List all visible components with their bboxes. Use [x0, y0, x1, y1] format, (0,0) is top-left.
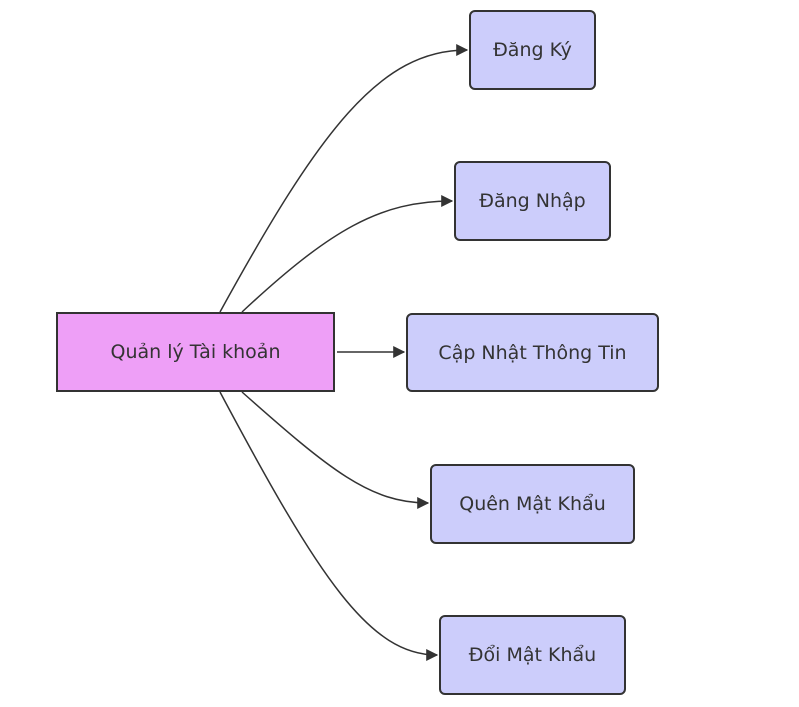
node-label: Đổi Mật Khẩu — [468, 644, 597, 666]
edge-to-doi-mat-khau — [219, 391, 439, 661]
node-dang-nhap: Đăng Nhập — [454, 161, 611, 241]
edge-to-quen-mat-khau — [241, 391, 430, 509]
node-label: Quên Mật Khẩu — [459, 493, 606, 515]
node-label: Cập Nhật Thông Tin — [438, 341, 627, 364]
node-quen-mat-khau: Quên Mật Khẩu — [430, 464, 635, 544]
node-cap-nhat-thong-tin: Cập Nhật Thông Tin — [406, 313, 659, 392]
edge-to-dang-nhap — [241, 195, 454, 313]
edge-to-dang-ky — [219, 44, 469, 313]
node-doi-mat-khau: Đổi Mật Khẩu — [439, 615, 626, 695]
node-label: Đăng Nhập — [479, 190, 586, 212]
node-label: Quản lý Tài khoản — [110, 341, 281, 363]
node-dang-ky: Đăng Ký — [469, 10, 596, 90]
node-label: Đăng Ký — [493, 39, 572, 61]
node-quan-ly-tai-khoan: Quản lý Tài khoản — [56, 312, 335, 392]
